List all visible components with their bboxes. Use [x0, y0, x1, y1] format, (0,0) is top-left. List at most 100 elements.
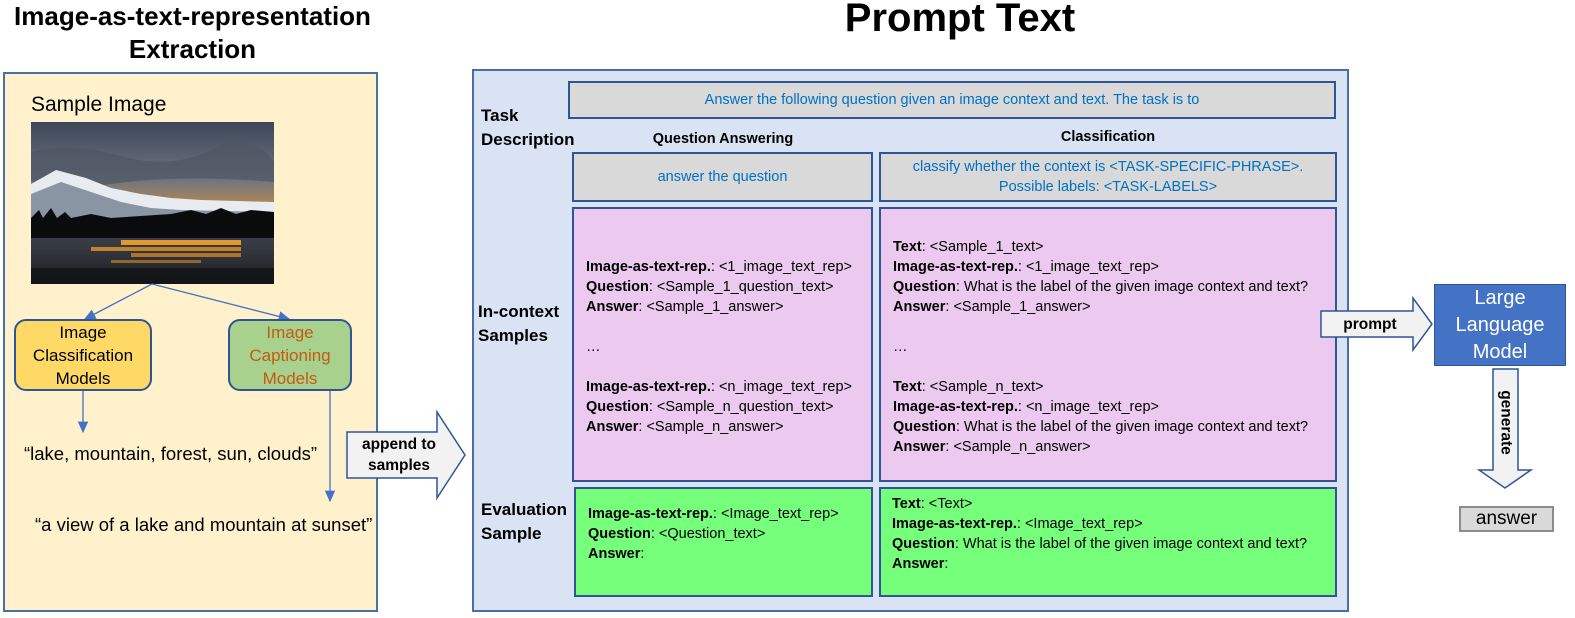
qa-eval-lines: Image-as-text-rep.: <Image_text_rep>Ques…: [588, 504, 839, 564]
large-language-model: Large Language Model: [1434, 284, 1566, 366]
sample-field-name: Question: [893, 419, 956, 435]
sample-line: Question: <Question_text>: [588, 524, 839, 544]
sample-field-value: : What is the label of the given image c…: [955, 279, 1309, 295]
sample-field-name: Answer: [892, 556, 945, 572]
in-context-samples-label: In-context Samples: [478, 300, 559, 348]
sample-field-value: : <Sample_n_answer>: [945, 439, 1091, 455]
column-header-classification: Classification: [1060, 129, 1156, 145]
append-label-line2: samples: [367, 457, 431, 474]
sample-field-name: Answer: [588, 546, 641, 562]
sample-field-name: Image-as-text-rep.: [586, 379, 711, 395]
sample-field-value: : <Sample_n_answer>: [638, 419, 784, 435]
sample-field-value: : <n_image_text_rep>: [1017, 399, 1159, 415]
sample-field-value: : <Sample_1_answer>: [945, 299, 1091, 315]
sample-field-value: : What is the label of the given image c…: [954, 536, 1308, 552]
task-description-box: Answer the following question given an i…: [568, 81, 1336, 119]
evaluation-sample-label: Evaluation Sample: [481, 498, 567, 546]
sample-field-name: Image-as-text-rep.: [586, 259, 711, 275]
sample-line: Answer:: [588, 544, 839, 564]
qa-evaluation-box: Image-as-text-rep.: <Image_text_rep>Ques…: [574, 487, 873, 597]
cls-task-line1: classify whether the context is <TASK-SP…: [912, 159, 1304, 175]
sample-line: Image-as-text-rep.: <Image_text_rep>: [588, 504, 839, 524]
sample-field-name: Answer: [586, 299, 639, 315]
sample-line: Answer: <Sample_1_answer>: [893, 297, 1308, 317]
llm-line3: Model: [1472, 340, 1528, 363]
classification-evaluation-box: Text: <Text>Image-as-text-rep.: <Image_t…: [879, 487, 1337, 597]
sample-line: Answer: <Sample_n_answer>: [586, 417, 852, 437]
sample-field-name: Answer: [893, 439, 946, 455]
sample-field-name: Answer: [586, 419, 639, 435]
sample-field-value: : <Question_text>: [650, 526, 766, 542]
task-label-line2: Description: [481, 130, 575, 149]
append-label-line1: append to: [361, 436, 437, 453]
sample-field-name: Question: [586, 399, 649, 415]
incontext-label-line1: In-context: [478, 302, 560, 321]
classification-in-context-box: Text: <Sample_1_text>Image-as-text-rep.:…: [879, 207, 1337, 482]
sample-field-name: Image-as-text-rep.: [893, 399, 1018, 415]
column-header-qa: Question Answering: [652, 131, 794, 147]
sample-line: Answer: <Sample_n_answer>: [893, 437, 1308, 457]
sample-line: Text: <Sample_n_text>: [893, 377, 1308, 397]
cls-eval-lines: Text: <Text>Image-as-text-rep.: <Image_t…: [892, 494, 1307, 574]
sample-field-name: Text: [893, 379, 922, 395]
sample-field-value: :: [640, 546, 645, 562]
task-label-line1: Task: [481, 106, 519, 125]
sample-line: …: [893, 337, 1308, 357]
model1-line3: Models: [55, 368, 111, 388]
sample-field-value: : <1_image_text_rep>: [710, 259, 852, 275]
left-heading-line1: Image-as-text-representation: [14, 1, 371, 31]
sample-field-value: : <Sample_1_text>: [921, 239, 1044, 255]
sample-field-name: Question: [586, 279, 649, 295]
sample-line: …: [586, 337, 852, 357]
prompt-arrow-label: prompt: [1343, 315, 1397, 333]
image-classification-models: Image Classification Models: [14, 319, 152, 391]
cls-in-context-lines: Text: <Sample_1_text>Image-as-text-rep.:…: [893, 237, 1308, 457]
prompt-heading: Prompt Text: [844, 0, 1076, 40]
sample-image-label: Sample Image: [31, 93, 167, 116]
incontext-label-line2: Samples: [478, 326, 548, 345]
sample-line: Question: What is the label of the given…: [893, 417, 1308, 437]
sample-field-name: Question: [893, 279, 956, 295]
append-arrow-label: append to samples: [350, 434, 448, 476]
left-heading: Image-as-text-representation Extraction: [0, 0, 385, 66]
sample-line: Text: <Sample_1_text>: [893, 237, 1308, 257]
sample-field-name: Image-as-text-rep.: [893, 259, 1018, 275]
sample-field-name: Text: [892, 496, 921, 512]
sample-field-value: : <n_image_text_rep>: [710, 379, 852, 395]
sample-field-name: Answer: [893, 299, 946, 315]
sample-field-value: …: [893, 339, 908, 355]
sample-line: Image-as-text-rep.: <n_image_text_rep>: [586, 377, 852, 397]
sample-field-value: : <Image_text_rep>: [712, 506, 839, 522]
sample-line: Text: <Text>: [892, 494, 1307, 514]
cls-task-line2: Possible labels: <TASK-LABELS>: [998, 179, 1218, 195]
sample-line: Question: <Sample_1_question_text>: [586, 277, 852, 297]
sample-field-value: : <Image_text_rep>: [1016, 516, 1143, 532]
image-captioning-models: Image Captioning Models: [228, 319, 352, 391]
sample-field-name: Question: [588, 526, 651, 542]
sample-field-value: …: [586, 339, 601, 355]
classification-output: “lake, mountain, forest, sun, clouds”: [24, 443, 318, 464]
eval-label-line2: Sample: [481, 524, 542, 543]
sample-field-value: : <Sample_n_question_text>: [648, 399, 834, 415]
captioning-output: “a view of a lake and mountain at sunset…: [35, 514, 373, 535]
sample-field-value: :: [944, 556, 949, 572]
sample-line: Question: What is the label of the given…: [893, 277, 1308, 297]
sample-line: Image-as-text-rep.: <1_image_text_rep>: [586, 257, 852, 277]
generate-arrow-label: generate: [1497, 390, 1515, 455]
sample-field-name: Question: [892, 536, 955, 552]
qa-in-context-lines: Image-as-text-rep.: <1_image_text_rep>Qu…: [586, 257, 852, 437]
classification-task-box: classify whether the context is <TASK-SP…: [879, 152, 1337, 202]
sample-line: Image-as-text-rep.: <1_image_text_rep>: [893, 257, 1308, 277]
sample-line: Question: What is the label of the given…: [892, 534, 1307, 554]
sample-field-name: Image-as-text-rep.: [588, 506, 713, 522]
sample-line: Image-as-text-rep.: <Image_text_rep>: [892, 514, 1307, 534]
sample-field-value: : <1_image_text_rep>: [1017, 259, 1159, 275]
sample-line: Answer: <Sample_1_answer>: [586, 297, 852, 317]
qa-in-context-box: Image-as-text-rep.: <1_image_text_rep>Qu…: [572, 207, 873, 482]
sample-image: [31, 122, 274, 284]
answer-box: answer: [1459, 506, 1554, 532]
